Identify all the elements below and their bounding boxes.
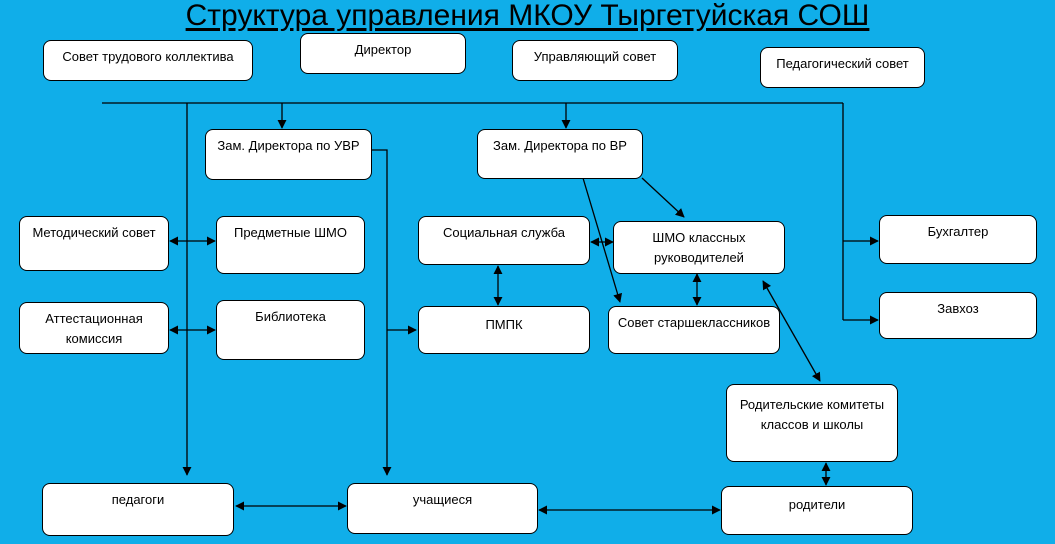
node-caretaker: Завхоз xyxy=(879,292,1037,339)
node-labor-council: Совет трудового коллектива xyxy=(43,40,253,81)
node-pmpk: ПМПК xyxy=(418,306,590,354)
arrow-class-shmo-parent-committees xyxy=(762,280,821,382)
node-director: Директор xyxy=(300,33,466,74)
node-teachers: педагоги xyxy=(42,483,234,536)
node-deputy-uvr: Зам. Директора по УВР xyxy=(205,129,372,180)
node-parent-committees: Родительские комитеты классов и школы xyxy=(726,384,898,462)
node-attestation-commission: Аттестационная комиссия xyxy=(19,302,169,354)
node-students: учащиеся xyxy=(347,483,538,534)
node-social-service: Социальная служба xyxy=(418,216,590,265)
node-senior-students-council: Совет старшеклассников xyxy=(608,306,780,354)
node-accountant: Бухгалтер xyxy=(879,215,1037,264)
node-deputy-vr: Зам. Директора по ВР xyxy=(477,129,643,179)
arrow-deputy-vr-to-senior xyxy=(582,177,623,303)
node-pedagogical-council: Педагогический совет xyxy=(760,47,925,88)
node-subject-shmo: Предметные ШМО xyxy=(216,216,365,274)
node-methodical-council: Методический совет xyxy=(19,216,169,271)
node-parents: родители xyxy=(721,486,913,535)
arrow-deputy-vr-to-class-shmo xyxy=(641,177,685,218)
node-class-teachers-shmo: ШМО классных руководителей xyxy=(613,221,785,274)
node-governing-council: Управляющий совет xyxy=(512,40,678,81)
node-library: Библиотека xyxy=(216,300,365,360)
deputy-uvr-to-students-line xyxy=(372,149,392,476)
diagram-title: Структура управления МКОУ Тыргетуйская С… xyxy=(185,0,870,32)
